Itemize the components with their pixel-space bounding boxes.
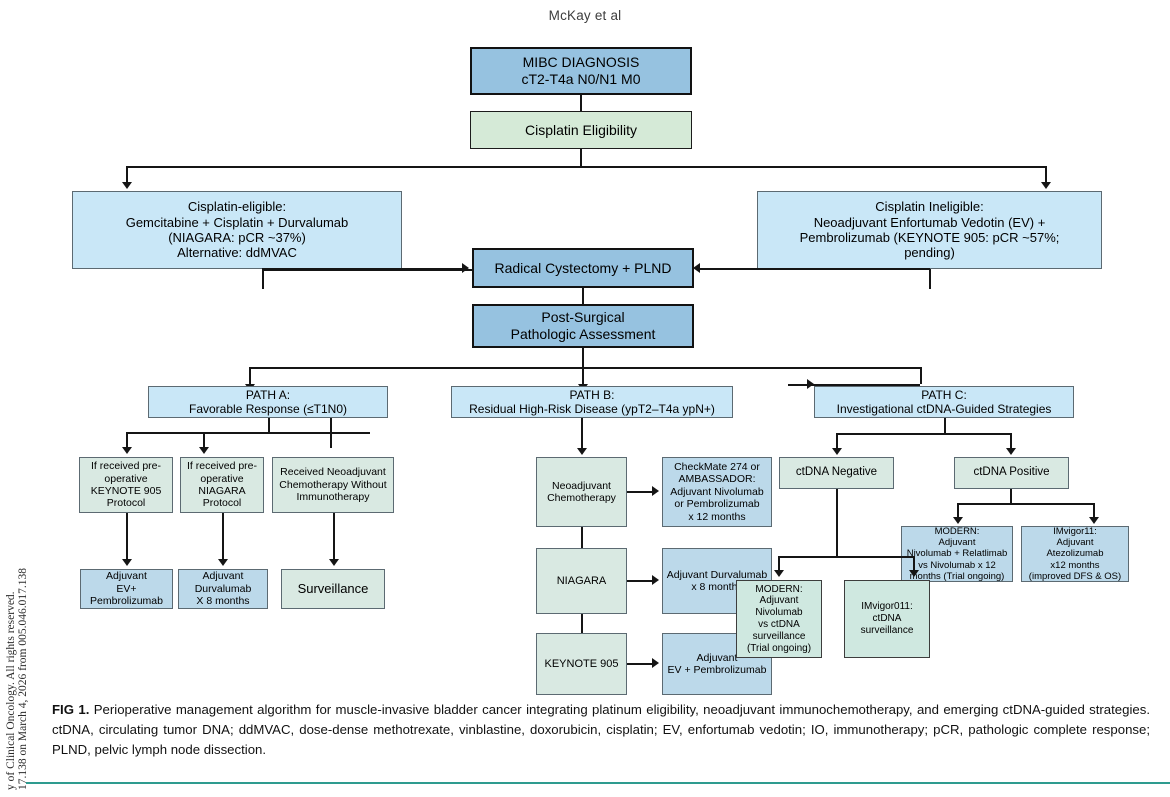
- connector-cystectomy-pathology: [582, 288, 584, 304]
- connector-pathology-stem: [582, 348, 584, 367]
- connector-pathb-r1-r2: [581, 527, 583, 548]
- arrow-ctdna-positive: [1006, 448, 1016, 455]
- node-path-c-neg-2: IMvigor011: ctDNA surveillance: [844, 580, 930, 658]
- node-cisplatin-eligibility: Cisplatin Eligibility: [470, 111, 692, 149]
- caption-text: Perioperative management algorithm for m…: [52, 702, 1150, 757]
- arrow-patha-n1: [122, 447, 132, 454]
- connector-patha-b3: [330, 418, 332, 448]
- connector-pathb-r1: [627, 491, 656, 493]
- connector-bus-patha: [249, 367, 251, 385]
- node-path-c-pos-2: IMvigor11: Adjuvant Atezolizumab x12 mon…: [1021, 526, 1129, 582]
- connector-pos-l: [957, 503, 959, 518]
- node-path-a-out-3: Surveillance: [281, 569, 385, 609]
- node-cisplatin-eligible: Cisplatin-eligible: Gemcitabine + Cispla…: [72, 191, 402, 269]
- node-path-a-2: If received pre- operative NIAGARA Proto…: [180, 457, 264, 513]
- connector-pathc-run: [796, 384, 920, 386]
- connector-eligible-down: [262, 269, 264, 289]
- node-path-b-left-2: NIAGARA: [536, 548, 627, 614]
- arrow-to-cis-eligible: [122, 182, 132, 189]
- arrow-to-cis-ineligible: [1041, 182, 1051, 189]
- gutter-line-2: y of Clinical Oncology. All rights reser…: [5, 591, 17, 790]
- connector-patha-o1: [126, 513, 128, 560]
- connector-eligible-to-cystectomy: [262, 269, 472, 271]
- node-path-c-pos-1: MODERN: Adjuvant Nivolumab + Relatlimab …: [901, 526, 1013, 582]
- connector-pathb-stem: [581, 418, 583, 449]
- figure-caption: FIG 1. Perioperative management algorith…: [52, 700, 1150, 759]
- arrow-left-into-cystectomy: [462, 263, 469, 273]
- node-path-b-left-3: KEYNOTE 905: [536, 633, 627, 695]
- arrow-ctdna-negative: [832, 448, 842, 455]
- node-path-b-right-1: CheckMate 274 or AMBASSADOR: Adjuvant Ni…: [662, 457, 772, 527]
- connector-pathc-bus: [836, 433, 1011, 435]
- node-ctdna-negative: ctDNA Negative: [779, 457, 894, 489]
- connector-patha-b2: [203, 432, 205, 448]
- connector-pos-r: [1093, 503, 1095, 518]
- node-ctdna-positive: ctDNA Positive: [954, 457, 1069, 489]
- connector-pos-stem: [1010, 489, 1012, 503]
- connector-pathc-stem: [944, 418, 946, 433]
- connector-patha-o2: [222, 513, 224, 560]
- node-path-c-neg-1: MODERN: Adjuvant Nivolumab vs ctDNA surv…: [736, 580, 822, 658]
- connector-bus-pathb: [582, 367, 584, 385]
- connector-bus-right: [1045, 166, 1047, 183]
- connector-pathc-neg: [836, 433, 838, 449]
- arrow-pathb-r1: [652, 486, 659, 496]
- node-path-a-3: Received Neoadjuvant Chemotherapy Withou…: [272, 457, 394, 513]
- arrow-pathb-row1: [577, 448, 587, 455]
- connector-neg-l: [778, 556, 780, 571]
- connector-patha-stem: [268, 418, 270, 432]
- node-path-b-left-1: Neoadjuvant Chemotherapy: [536, 457, 627, 527]
- connector-pathb-r2: [627, 580, 656, 582]
- arrow-patha-o2: [218, 559, 228, 566]
- connector-neg-r: [913, 556, 915, 571]
- arrow-pathb-r3: [652, 658, 659, 668]
- arrow-right-into-cystectomy: [693, 263, 700, 273]
- arrow-pos-imvigor11: [1089, 517, 1099, 524]
- arrow-to-path-c: [807, 379, 814, 389]
- connector-patha-o3: [333, 513, 335, 560]
- connector-pathb-r2-r3: [581, 614, 583, 633]
- arrow-neg-modern: [774, 570, 784, 577]
- connector-eligibility-stem: [580, 149, 582, 166]
- figure-flowchart: MIBC DIAGNOSIS cT2-T4a N0/N1 M0 Cisplati…: [26, 34, 1170, 695]
- connector-pathc-drop: [920, 367, 922, 384]
- node-path-a-out-1: Adjuvant EV+ Pembrolizumab: [80, 569, 173, 609]
- node-path-c-header: PATH C: Investigational ctDNA-Guided Str…: [814, 386, 1074, 418]
- node-cisplatin-ineligible: Cisplatin Ineligible: Neoadjuvant Enfort…: [757, 191, 1102, 269]
- connector-patha-bus: [126, 432, 370, 434]
- connector-ineligible-to-cystectomy: [700, 268, 930, 270]
- connector-pos-bus: [957, 503, 1094, 505]
- node-path-a-out-2: Adjuvant Durvalumab X 8 months: [178, 569, 268, 609]
- arrow-pos-modern: [953, 517, 963, 524]
- connector-patha-b1: [126, 432, 128, 448]
- arrow-neg-imvigor011: [909, 570, 919, 577]
- connector-eligibility-bus: [126, 166, 1046, 168]
- connector-diagnosis-eligibility: [580, 95, 582, 111]
- node-path-b-header: PATH B: Residual High-Risk Disease (ypT2…: [451, 386, 733, 418]
- node-radical-cystectomy: Radical Cystectomy + PLND: [472, 248, 694, 288]
- node-mibc-diagnosis: MIBC DIAGNOSIS cT2-T4a N0/N1 M0: [470, 47, 692, 95]
- running-head: McKay et al: [548, 8, 622, 23]
- connector-eligible-in: [262, 268, 462, 270]
- bottom-rule: [26, 782, 1170, 784]
- connector-neg-stem: [836, 489, 838, 556]
- connector-ineligible-down: [929, 269, 931, 289]
- connector-neg-bus: [778, 556, 914, 558]
- arrow-patha-o1: [122, 559, 132, 566]
- node-path-a-1: If received pre- operative KEYNOTE 905 P…: [79, 457, 173, 513]
- arrow-patha-n2: [199, 447, 209, 454]
- node-path-a-header: PATH A: Favorable Response (≤T1N0): [148, 386, 388, 418]
- journal-gutter: 17.138 on March 4, 2026 from 005.046.017…: [0, 0, 29, 797]
- arrow-pathb-r2: [652, 575, 659, 585]
- arrow-patha-o3: [329, 559, 339, 566]
- connector-pathc-pos: [1010, 433, 1012, 449]
- node-pathologic-assessment: Post-Surgical Pathologic Assessment: [472, 304, 694, 348]
- connector-paths-bus: [249, 367, 921, 369]
- caption-label: FIG 1.: [52, 702, 90, 717]
- connector-bus-left: [126, 166, 128, 183]
- connector-pathb-r3: [627, 663, 656, 665]
